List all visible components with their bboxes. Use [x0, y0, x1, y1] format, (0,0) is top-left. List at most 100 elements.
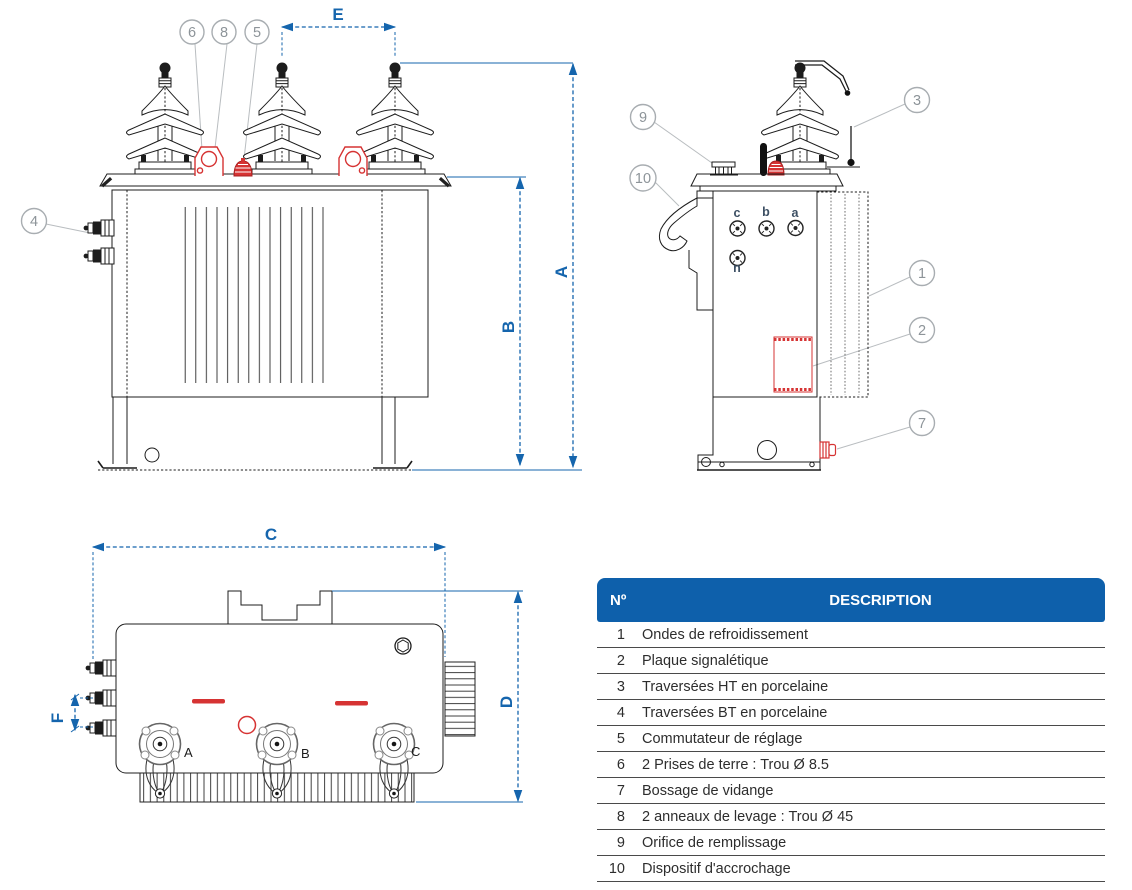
leader-line-1: [868, 276, 911, 297]
callout-10: 10: [629, 164, 657, 192]
leader-line-2: [812, 333, 911, 367]
leader-line-10: [654, 181, 680, 207]
cooling-fins-right: [444, 661, 476, 737]
table-row: 9 Orifice de remplissage: [597, 830, 1105, 856]
callout-6-number: 6: [188, 25, 196, 41]
filling-orifice: [710, 161, 738, 176]
bt-connector-top-1: [85, 659, 117, 677]
row-number: 1: [616, 626, 625, 643]
base-hole: [757, 440, 777, 460]
callout-1-number: 1: [918, 266, 926, 282]
callout-5-number: 5: [253, 25, 261, 41]
table-row: 1 Ondes de refroidissement: [597, 622, 1105, 648]
hv-connector-arm: [795, 60, 851, 96]
phase-label-a: A: [184, 745, 193, 760]
hex-plug: [394, 637, 412, 655]
callout-2: 2: [908, 316, 936, 344]
row-description: Plaque signalétique: [642, 652, 769, 669]
callout-10-number: 10: [635, 171, 651, 187]
table-header-description: DESCRIPTION: [829, 591, 932, 609]
callout-1: 1: [908, 259, 936, 287]
callout-9: 9: [629, 103, 657, 131]
table-row: 7 Bossage de vidange: [597, 778, 1105, 804]
dim-label-e: E: [332, 5, 343, 24]
dimension-a: A: [400, 62, 578, 469]
callout-4: 4: [20, 207, 48, 235]
terminal-label-b: b: [762, 205, 770, 219]
row-number: 6: [616, 756, 625, 773]
bt-bushing-2: [83, 247, 115, 265]
callout-6: 6: [179, 19, 205, 45]
row-number: 4: [616, 704, 625, 721]
callout-8-number: 8: [220, 25, 228, 41]
cooling-wave-panel: [816, 191, 869, 398]
row-description: Commutateur de réglage: [642, 730, 803, 747]
table-row: 10 Dispositif d'accrochage: [597, 856, 1105, 882]
front-view-drawing: E A B 6 8 5 4: [20, 5, 582, 471]
mounting-feet: [97, 397, 413, 471]
leader-line-5: [243, 43, 258, 160]
terminal-label-c: c: [734, 206, 741, 220]
top-view-drawing: A B C C D F: [48, 525, 523, 803]
earth-hole-left: [196, 167, 204, 174]
callout-7: 7: [908, 409, 936, 437]
dim-label-c: C: [265, 525, 277, 544]
tank-lid-side: [690, 173, 844, 192]
table-row: 2 Plaque signalétique: [597, 648, 1105, 674]
bt-connector-top-2: [85, 689, 117, 707]
row-number: 2: [616, 652, 625, 669]
row-number: 5: [616, 730, 625, 747]
table-header: Nº DESCRIPTION: [597, 578, 1105, 622]
row-description: Ondes de refroidissement: [642, 626, 809, 643]
cooling-fins-front: [177, 207, 325, 383]
dim-label-a: A: [552, 266, 571, 278]
ht-bushing-3: [356, 62, 434, 175]
phase-label-b: B: [301, 746, 310, 761]
row-number: 7: [616, 782, 625, 799]
red-lug-mark-right: [335, 701, 368, 706]
lifting-lugs: [194, 146, 368, 176]
lv-terminals: c b a n: [729, 205, 804, 275]
foot-hole: [144, 447, 160, 463]
terminal-label-n: n: [733, 261, 741, 275]
callout-5: 5: [244, 19, 270, 45]
callout-3: 3: [903, 86, 931, 114]
table-row: 4 Traversées BT en porcelaine: [597, 700, 1105, 726]
callout-9-number: 9: [639, 110, 647, 126]
lifting-lug-edge: [760, 143, 767, 176]
bt-bushing-1: [83, 219, 115, 237]
callout-7-number: 7: [918, 416, 926, 432]
red-orifice-mark: [237, 715, 257, 735]
dimension-f: F: [48, 693, 93, 733]
bt-connector-top-3: [85, 719, 117, 737]
dim-label-d: D: [497, 696, 516, 708]
callout-4-number: 4: [30, 214, 38, 230]
row-number: 3: [616, 678, 625, 695]
row-description: 2 anneaux de levage : Trou Ø 45: [642, 808, 854, 825]
row-number: 10: [608, 860, 625, 877]
leader-line-4: [45, 223, 91, 234]
dim-label-b: B: [499, 321, 518, 333]
table-header-num: Nº: [610, 591, 627, 609]
tank-body-front: [111, 189, 429, 398]
callout-2-number: 2: [918, 323, 926, 339]
ht-bushing-2: [243, 62, 321, 175]
drain-boss: [819, 441, 837, 459]
ht-bushing-side: [761, 62, 839, 175]
phase-label-c: C: [411, 744, 420, 759]
callout-3-number: 3: [913, 93, 921, 109]
row-number: 9: [616, 834, 625, 851]
row-description: Traversées HT en porcelaine: [642, 678, 829, 695]
leader-line-6: [194, 43, 204, 166]
dimension-e: E: [280, 5, 397, 58]
hanging-bracket-top: [227, 590, 333, 624]
table-row: 8 2 anneaux de levage : Trou Ø 45: [597, 804, 1105, 830]
callout-8: 8: [211, 19, 237, 45]
earth-hole-right: [358, 167, 366, 174]
terminal-label-a: a: [792, 206, 800, 220]
leader-line-8: [214, 43, 228, 149]
tank-lid: [99, 173, 452, 188]
hanging-device: [658, 190, 714, 311]
row-description: Orifice de remplissage: [642, 834, 787, 851]
